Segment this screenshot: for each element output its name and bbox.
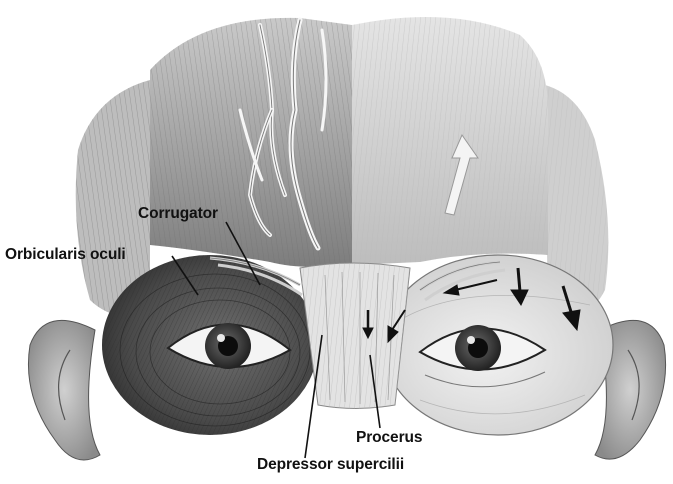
- label-procerus: Procerus: [356, 429, 422, 447]
- left-ear: [28, 320, 100, 460]
- label-depressor-supercilii: Depressor supercilii: [257, 456, 404, 474]
- label-orbicularis-oculi: Orbicularis oculi: [5, 246, 126, 264]
- label-corrugator: Corrugator: [138, 205, 218, 223]
